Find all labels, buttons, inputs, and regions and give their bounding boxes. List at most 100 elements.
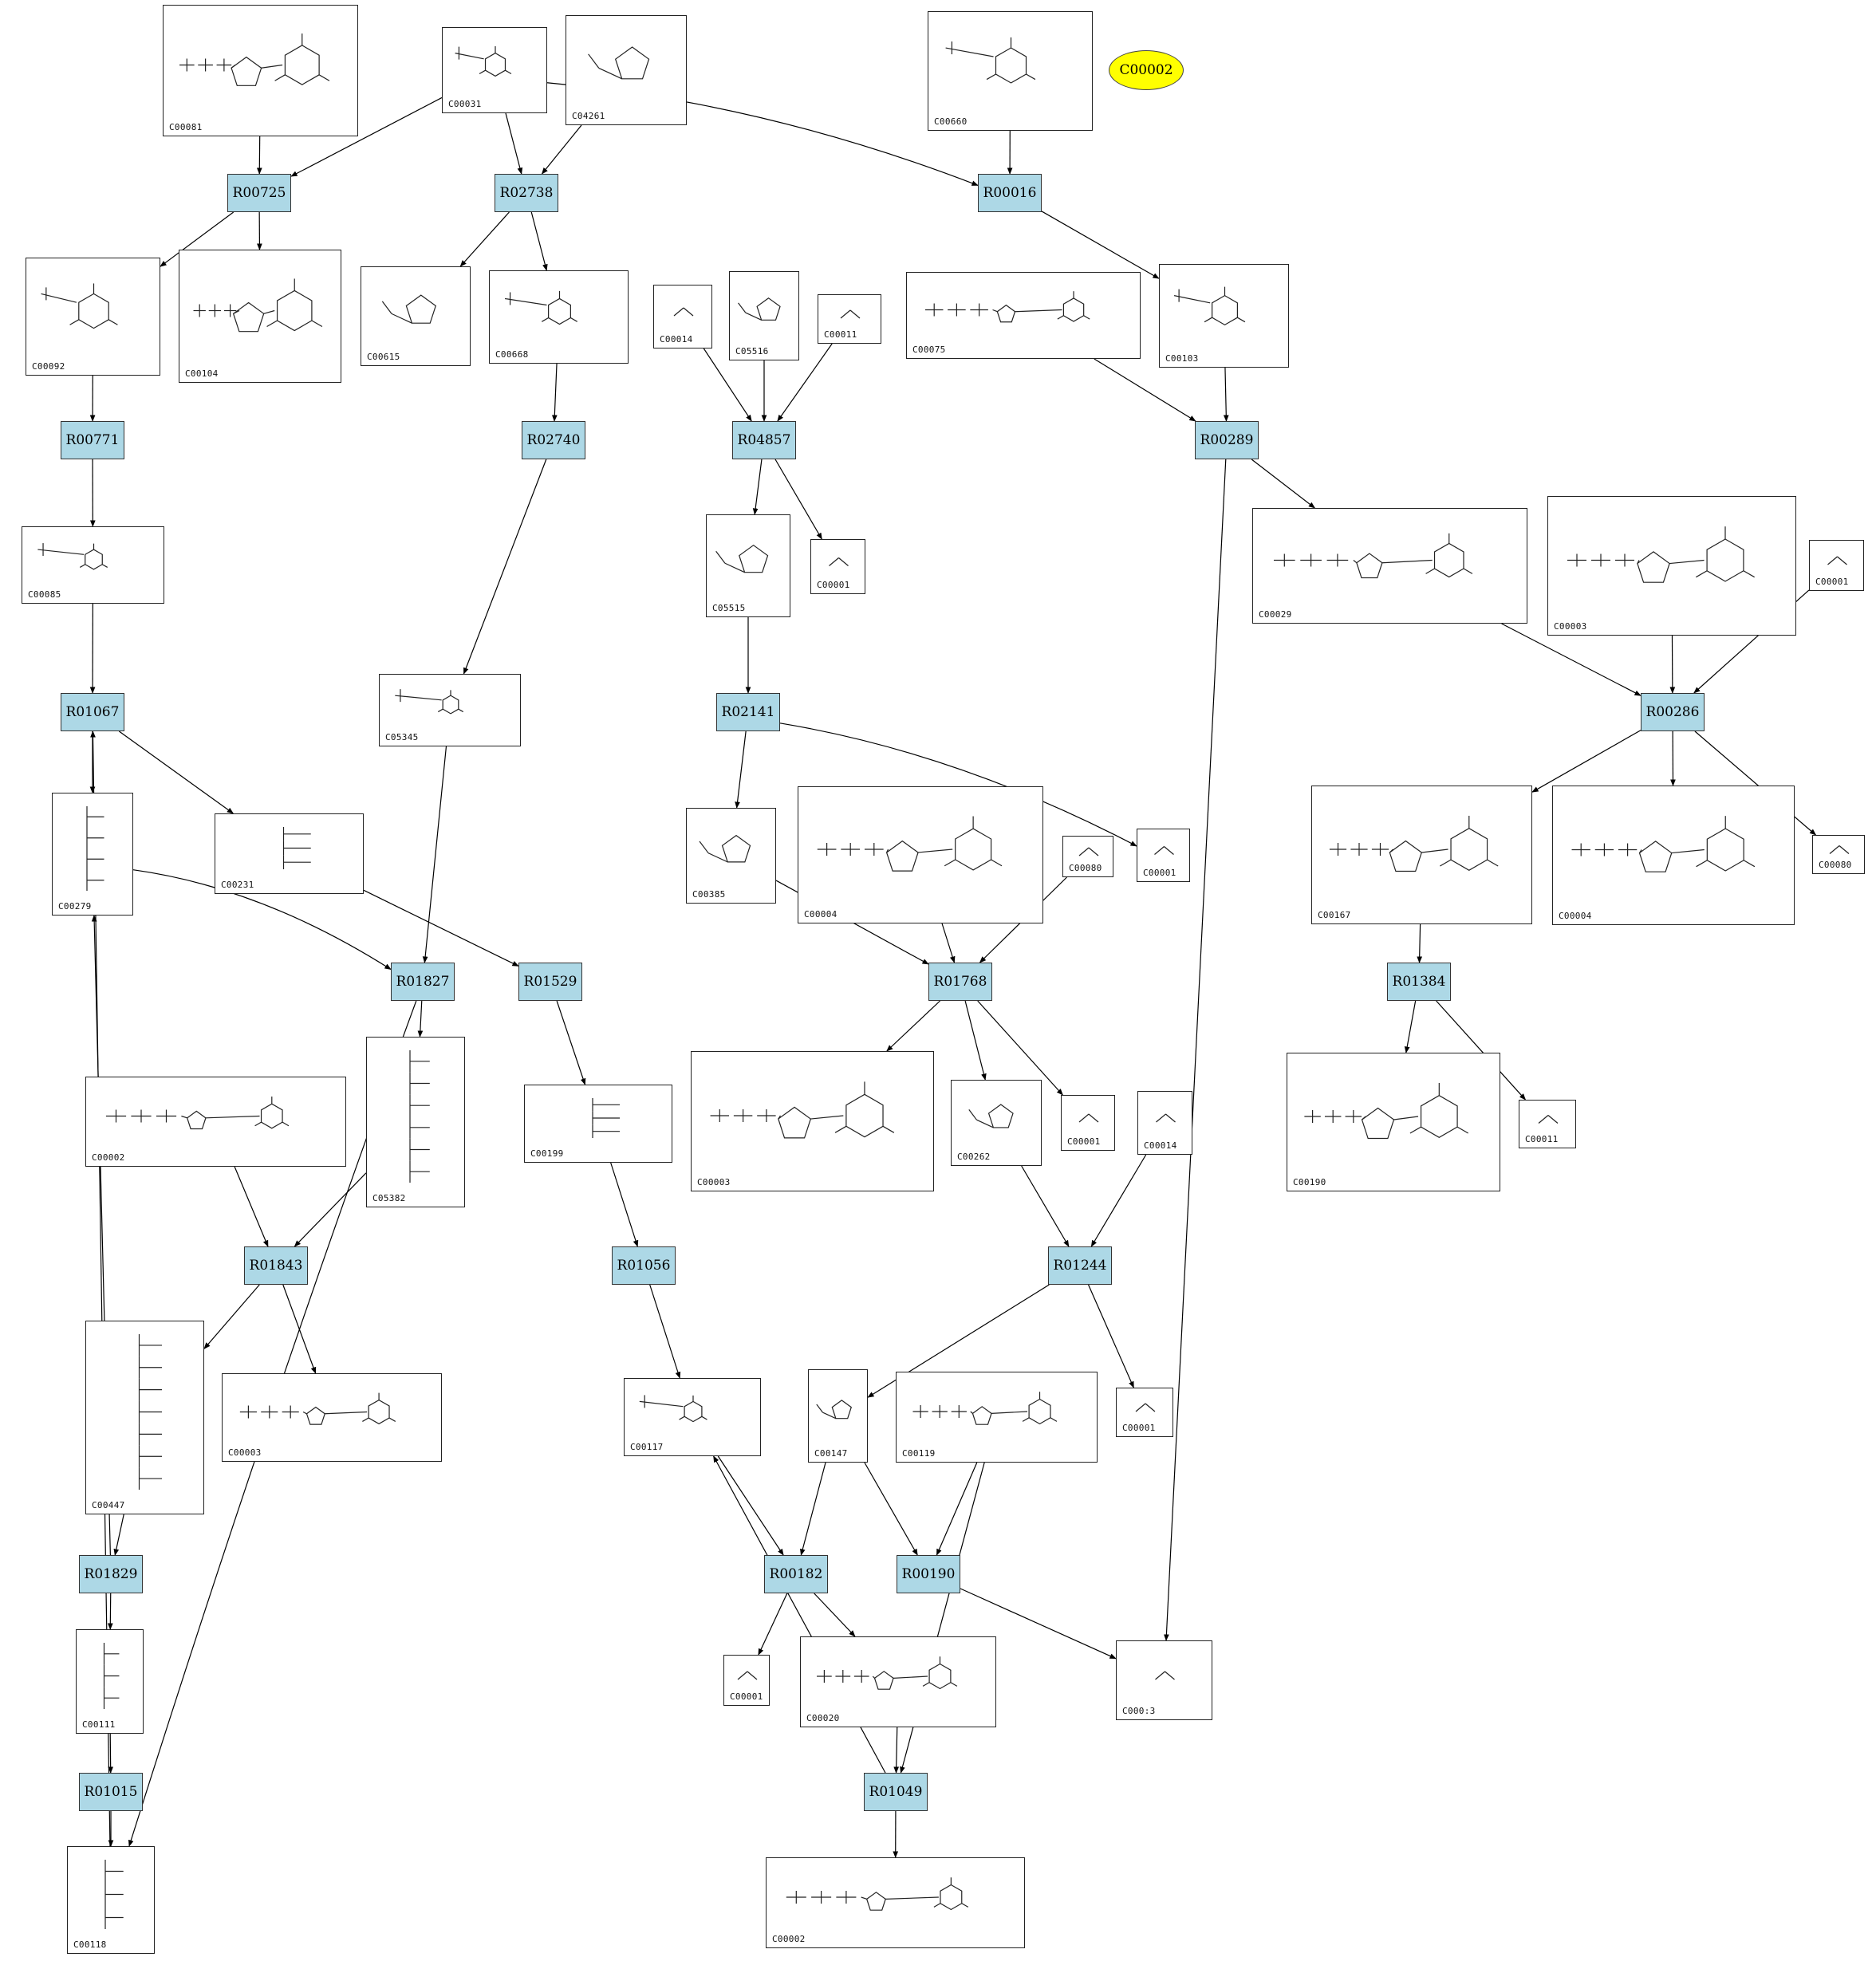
compound-node[interactable]: C00167 — [1311, 786, 1532, 924]
reaction-node[interactable]: R04857 — [732, 421, 796, 459]
reaction-node[interactable]: R00190 — [897, 1555, 960, 1593]
compound-node[interactable]: C00001 — [1809, 540, 1864, 591]
reaction-node[interactable]: R02738 — [495, 174, 558, 212]
compound-node[interactable]: C00002 — [766, 1857, 1025, 1948]
compound-node[interactable]: C00011 — [1519, 1100, 1576, 1148]
reaction-node[interactable]: R00771 — [61, 421, 124, 459]
reaction-node[interactable]: R01843 — [244, 1246, 308, 1285]
reaction-node[interactable]: R01768 — [928, 963, 992, 1001]
reaction-edge — [1694, 730, 1817, 836]
compound-node[interactable]: C00279 — [52, 793, 133, 916]
reaction-node[interactable]: R00182 — [764, 1555, 828, 1593]
structure-drawing — [786, 1877, 969, 1911]
compound-node[interactable]: C00001 — [1116, 1388, 1173, 1437]
reaction-node[interactable]: R01529 — [518, 963, 582, 1001]
reaction-edge — [960, 1588, 1117, 1660]
reaction-node[interactable]: R01384 — [1387, 963, 1451, 1001]
compound-node[interactable]: C00385 — [686, 808, 776, 904]
compound-node[interactable]: C00020 — [800, 1636, 996, 1727]
reaction-node[interactable]: R01244 — [1048, 1246, 1112, 1285]
compound-node[interactable]: C04261 — [566, 15, 687, 125]
compound-id-label: C00085 — [28, 589, 61, 600]
reaction-node[interactable]: R00725 — [227, 174, 291, 212]
compound-structure — [27, 532, 159, 585]
compound-node[interactable]: C00002 — [85, 1077, 346, 1167]
compound-node[interactable]: C00119 — [896, 1372, 1098, 1463]
compound-id-label: C00279 — [58, 901, 92, 912]
compound-node[interactable]: C00660 — [928, 11, 1093, 131]
compound-node[interactable]: C00104 — [179, 250, 341, 383]
compound-node[interactable]: C00615 — [361, 266, 471, 366]
compound-structure — [711, 520, 785, 599]
compound-id-label: C00660 — [934, 116, 968, 127]
compound-node[interactable]: C00001 — [1137, 829, 1190, 882]
compound-node[interactable]: C05382 — [366, 1037, 465, 1207]
reaction-node[interactable]: R01827 — [391, 963, 455, 1001]
compound-node[interactable]: C00004 — [1552, 786, 1795, 925]
compound-node[interactable]: C00003 — [1547, 496, 1796, 636]
reaction-edge — [556, 1000, 586, 1085]
reaction-node[interactable]: R02141 — [716, 693, 780, 731]
compound-id-label: C05516 — [735, 346, 769, 356]
compound-node[interactable]: C00081 — [163, 5, 358, 136]
reaction-edge — [463, 459, 547, 675]
structure-drawing — [592, 1098, 621, 1138]
compound-node[interactable]: C05516 — [729, 271, 799, 360]
compound-node[interactable]: C00003 — [691, 1051, 934, 1191]
compound-node[interactable]: C000:3 — [1116, 1640, 1212, 1720]
compound-id-label: C00167 — [1318, 910, 1351, 920]
compound-node[interactable]: C00001 — [723, 1655, 770, 1706]
structure-drawing — [1078, 847, 1099, 856]
compound-node[interactable]: C00085 — [22, 526, 164, 604]
compound-node[interactable]: C00668 — [489, 270, 629, 364]
compound-node[interactable]: C00029 — [1252, 508, 1527, 624]
compound-node[interactable]: C00014 — [1137, 1091, 1192, 1155]
reaction-node[interactable]: R00286 — [1641, 693, 1705, 731]
compound-node[interactable]: C00190 — [1287, 1053, 1500, 1191]
compound-node[interactable]: C00003 — [222, 1373, 442, 1462]
reaction-node[interactable]: R00016 — [978, 174, 1042, 212]
compound-node[interactable]: C00075 — [906, 272, 1141, 359]
reaction-node[interactable]: R01829 — [79, 1555, 143, 1593]
compound-id-label: C05382 — [372, 1193, 406, 1203]
compound-structure — [1558, 791, 1789, 907]
compound-node[interactable]: C00004 — [798, 786, 1043, 923]
reaction-node[interactable]: R01049 — [864, 1773, 928, 1811]
compound-node[interactable]: C00031 — [442, 27, 547, 113]
compound-node[interactable]: C00117 — [624, 1378, 761, 1456]
compound-node[interactable]: C00001 — [810, 539, 865, 594]
compound-node[interactable]: C00447 — [85, 1321, 204, 1514]
reaction-node[interactable]: R01067 — [61, 693, 124, 731]
structure-drawing — [1273, 533, 1473, 579]
compound-node[interactable]: C00080 — [1812, 835, 1865, 874]
compound-node[interactable]: C00092 — [26, 258, 160, 376]
reaction-edge — [936, 1462, 978, 1556]
reaction-node[interactable]: R02740 — [522, 421, 585, 459]
compound-id-label: C00075 — [912, 345, 946, 355]
highlighted-compound-node[interactable]: C00002 — [1109, 50, 1184, 90]
compound-node[interactable]: C05515 — [706, 514, 790, 617]
compound-node[interactable]: C00199 — [524, 1085, 672, 1163]
structure-drawing — [381, 294, 436, 324]
compound-node[interactable]: C00111 — [76, 1629, 144, 1734]
reaction-edge — [132, 869, 392, 971]
reaction-node[interactable]: R01056 — [612, 1246, 676, 1285]
compound-node[interactable]: C00001 — [1061, 1095, 1115, 1151]
compound-structure — [729, 1660, 764, 1687]
compound-node[interactable]: C00262 — [951, 1080, 1042, 1166]
reaction-node[interactable]: R01015 — [79, 1773, 143, 1811]
compound-node[interactable]: C00147 — [808, 1369, 868, 1463]
compound-node[interactable]: C00014 — [653, 285, 712, 348]
reaction-node[interactable]: R00289 — [1195, 421, 1259, 459]
compound-structure — [803, 792, 1038, 905]
compound-node[interactable]: C05345 — [379, 674, 521, 746]
compound-structure — [1068, 841, 1108, 859]
reaction-edge — [118, 730, 235, 814]
compound-node[interactable]: C00011 — [818, 294, 881, 344]
compound-node[interactable]: C00118 — [67, 1846, 155, 1954]
compound-structure — [1121, 1393, 1168, 1419]
compound-node[interactable]: C00080 — [1062, 836, 1113, 877]
reaction-edge — [779, 723, 1137, 847]
compound-node[interactable]: C00103 — [1159, 264, 1289, 368]
compound-node[interactable]: C00231 — [215, 813, 364, 894]
